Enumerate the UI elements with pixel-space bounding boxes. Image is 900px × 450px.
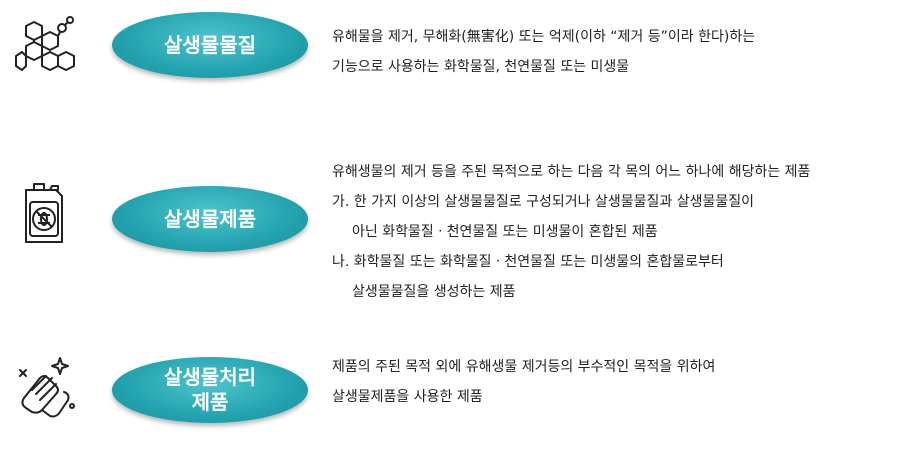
term-label: 살생물제품 [164,206,256,231]
term-description: 제품의 주된 목적 외에 유해생물 제거등의 부수적인 목적을 위하여 살생물제… [332,352,892,412]
description-line: 살생물제품을 사용한 제품 [332,389,483,405]
description-line: 제품의 주된 목적 외에 유해생물 제거등의 부수적인 목적을 위하여 [332,359,716,375]
description-line: 유해생물의 제거 등을 주된 목적으로 하는 다음 각 목의 어느 하나에 해당… [332,164,811,180]
term-description: 유해생물의 제거 등을 주된 목적으로 하는 다음 각 목의 어느 하나에 해당… [332,157,892,307]
description-line: 나. 화학물질 또는 화학물질ㆍ천연물질 또는 미생물의 혼합물로부터 [332,254,724,270]
term-description: 유해물을 제거, 무해화(無害化) 또는 억제(이하 “제거 등”이라 한다)하… [332,22,892,82]
description-line: 아닌 화학물질ㆍ천연물질 또는 미생물이 혼합된 제품 [352,224,658,240]
term-label: 살생물물질 [164,32,256,57]
clean-hands-icon [12,356,76,420]
term-label: 살생물처리 [164,365,256,389]
molecule-icon [12,14,76,78]
term-label: 제품 [191,390,229,414]
description-line: 가. 한 가지 이상의 살생물물질로 구성되거나 살생물물질과 살생물물질이 [332,194,754,210]
pesticide-container-icon [12,182,76,246]
description-line: 기능으로 사용하는 화학물질, 천연물질 또는 미생물 [332,59,630,75]
term-pill: 살생물처리 제품 [112,357,308,423]
term-pill: 살생물물질 [112,12,308,78]
description-line: 살생물물질을 생성하는 제품 [352,284,516,300]
description-line: 유해물을 제거, 무해화(無害化) 또는 억제(이하 “제거 등”이라 한다)하… [332,29,756,45]
term-pill: 살생물제품 [112,186,308,252]
